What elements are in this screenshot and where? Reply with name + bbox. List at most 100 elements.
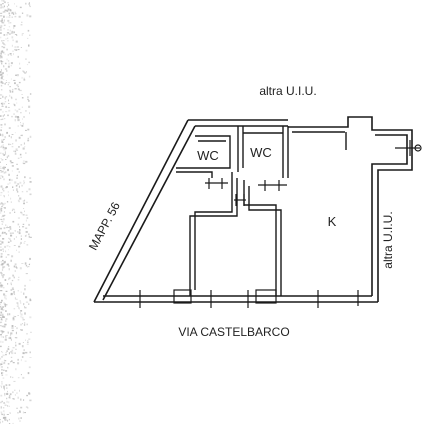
scan-speck xyxy=(21,76,23,79)
scan-speck xyxy=(7,241,10,243)
scan-speck xyxy=(28,44,30,47)
scan-speck xyxy=(17,396,19,399)
scan-speck xyxy=(0,12,3,14)
scan-speck xyxy=(3,388,5,390)
scan-speck xyxy=(18,232,21,235)
scan-speck xyxy=(23,399,25,401)
scan-speck xyxy=(1,139,4,141)
scan-speck xyxy=(4,96,6,99)
scan-speck xyxy=(6,392,9,395)
scan-speck xyxy=(5,295,7,297)
scan-speck xyxy=(17,290,19,292)
scan-speck xyxy=(16,150,19,151)
scan-speck xyxy=(29,181,32,183)
scan-speck xyxy=(23,180,25,183)
scan-speck xyxy=(11,170,13,172)
scan-speck xyxy=(28,393,31,395)
scan-speck xyxy=(11,255,14,258)
scan-speck xyxy=(1,82,4,84)
scan-speck xyxy=(19,89,22,92)
scan-speck xyxy=(8,33,11,35)
scan-speck xyxy=(2,420,4,423)
scan-speck xyxy=(4,166,6,169)
scan-speck xyxy=(2,275,4,278)
scan-speck xyxy=(6,397,8,400)
scan-speck xyxy=(28,338,31,340)
scan-speck xyxy=(1,205,3,207)
scan-speck xyxy=(4,202,6,205)
scan-speck xyxy=(21,21,23,23)
scan-speck xyxy=(0,282,2,284)
scan-speck xyxy=(0,285,2,288)
scan-speck xyxy=(13,13,15,15)
scan-speck xyxy=(3,266,6,268)
scan-speck xyxy=(3,362,6,365)
scan-speck xyxy=(11,325,14,327)
scan-speck xyxy=(1,413,3,416)
scan-speck xyxy=(0,401,2,404)
scan-speck xyxy=(10,96,13,99)
scan-speck xyxy=(0,6,3,8)
scan-speck xyxy=(19,267,22,270)
scan-speck xyxy=(10,351,12,353)
scan-speck xyxy=(5,233,8,235)
scan-speck xyxy=(3,315,5,317)
scan-speck xyxy=(1,75,4,78)
scan-speck xyxy=(22,352,25,355)
scan-speck xyxy=(0,406,2,409)
scan-speck xyxy=(1,18,3,19)
scan-speck xyxy=(27,137,29,140)
scan-speck xyxy=(20,124,22,126)
scan-speck xyxy=(17,46,19,48)
scan-speck xyxy=(20,211,22,214)
scan-speck xyxy=(11,134,14,135)
scan-speck xyxy=(23,70,25,73)
scan-speck xyxy=(27,99,29,101)
scan-speck xyxy=(29,236,32,238)
scan-speck xyxy=(3,331,5,333)
scan-speck xyxy=(25,273,28,275)
scan-speck xyxy=(19,229,21,231)
scan-speck xyxy=(4,323,6,325)
scan-speck xyxy=(0,171,2,173)
scan-speck xyxy=(7,82,11,84)
scan-speck xyxy=(3,402,6,404)
scan-speck xyxy=(4,207,6,209)
street-label: VIA CASTELBARCO xyxy=(178,325,289,339)
scan-speck xyxy=(3,46,6,49)
scan-speck xyxy=(20,417,22,419)
scan-speck xyxy=(9,226,12,228)
scan-speck xyxy=(20,144,23,146)
scan-speck xyxy=(9,182,11,184)
scan-speck xyxy=(22,376,25,379)
scan-speck xyxy=(6,201,9,203)
scan-speck xyxy=(1,331,3,334)
scan-speck xyxy=(0,318,2,320)
scan-speck xyxy=(1,40,3,42)
scan-speck xyxy=(0,103,3,105)
scan-speck xyxy=(11,146,14,148)
scan-speck xyxy=(0,73,3,76)
scan-speck xyxy=(18,136,21,139)
scan-speck xyxy=(1,275,3,277)
scan-speck xyxy=(16,392,18,394)
scan-speck xyxy=(8,401,10,404)
scan-speck xyxy=(26,323,28,326)
scan-speck xyxy=(0,411,3,413)
scan-speck xyxy=(25,406,28,408)
scan-speck xyxy=(21,12,24,14)
scan-speck xyxy=(8,396,11,399)
scan-speck xyxy=(2,221,4,223)
scan-speck xyxy=(0,55,3,58)
scan-speck xyxy=(11,162,14,164)
scan-speck xyxy=(8,62,10,65)
scan-speck xyxy=(27,266,30,268)
scan-speck xyxy=(20,122,21,124)
scan-speck xyxy=(17,157,20,159)
scan-speck xyxy=(6,70,8,72)
scan-speck xyxy=(0,325,2,327)
scan-speck xyxy=(10,234,13,237)
scan-speck xyxy=(1,0,3,2)
scan-speck xyxy=(1,351,3,353)
scan-speck xyxy=(1,364,3,365)
